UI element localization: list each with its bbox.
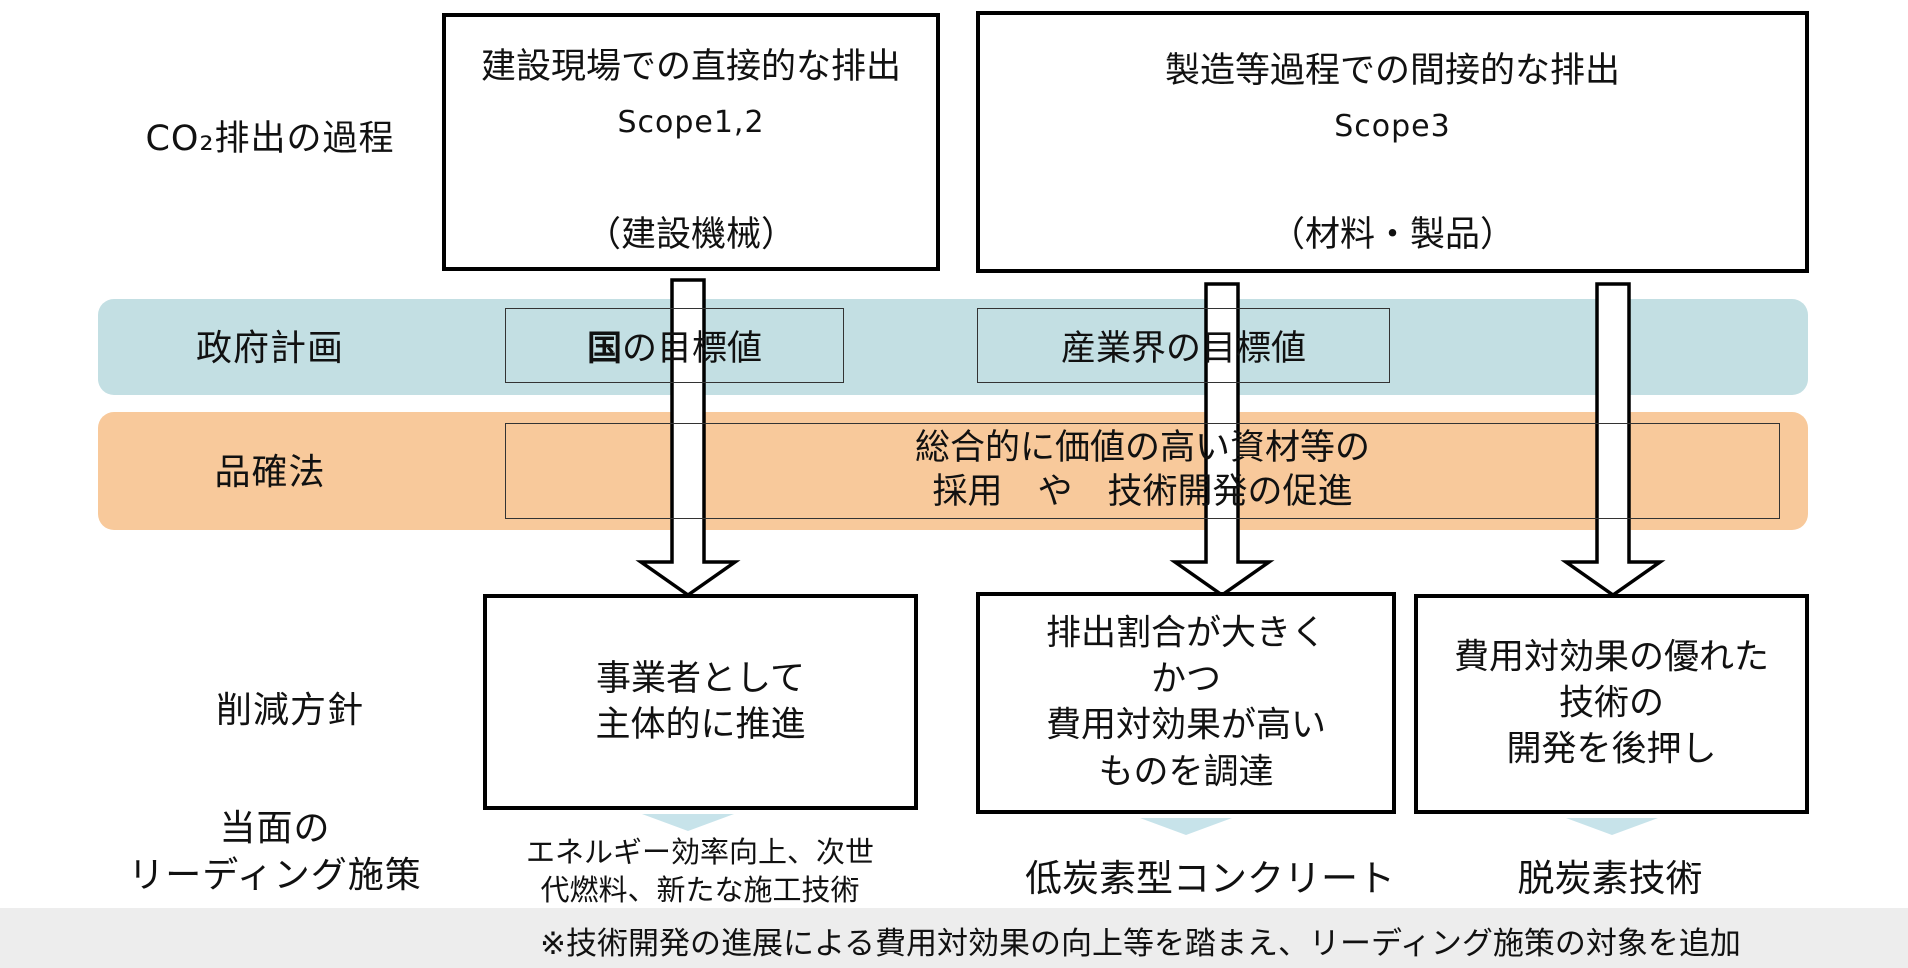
indirect-emission-box: 製造等過程での間接的な排出 Scope3 （材料・製品） <box>976 11 1809 273</box>
row-label-leading-line2: リーディング施策 <box>128 854 422 896</box>
policy-box-procurement-line3: 費用対効果が高い <box>1045 706 1326 746</box>
footnote: ※技術開発の進展による費用対効果の向上等を踏まえ、リーディング施策の対象を追加 <box>540 926 1741 962</box>
row-label-law: 品確法 <box>214 452 326 493</box>
law-promotion-line1: 総合的に価値の高い資材等の <box>914 428 1370 469</box>
government-plan-band <box>98 299 1808 395</box>
measure-energy-efficiency-line2: 代燃料、新たな施工技術 <box>540 873 860 908</box>
indirect-emission-scope: Scope3 <box>1334 109 1451 144</box>
policy-box-business-line2: 主体的に推進 <box>595 705 806 745</box>
arrow-indirect-technology <box>1560 282 1666 598</box>
policy-box-procurement-line2: かつ <box>1150 659 1221 700</box>
policy-box-business-line1: 事業者として <box>596 658 805 699</box>
indirect-emission-title: 製造等過程での間接的な排出 <box>1164 51 1620 91</box>
direct-emission-scope: Scope1,2 <box>617 105 765 140</box>
national-target-bold: 国 <box>586 329 622 369</box>
direct-emission-note: （建設機械） <box>585 215 796 255</box>
row-label-process: CO₂排出の過程 <box>145 119 395 159</box>
industry-target-box: 産業界の目標値 <box>977 308 1390 383</box>
national-target-box: 国の目標値 <box>505 308 844 383</box>
policy-box-technology-line1: 費用対効果の優れた <box>1453 637 1769 678</box>
footer-bar <box>0 908 1908 968</box>
measure-decarbonization-tech: 脱炭素技術 <box>1517 857 1703 900</box>
policy-box-technology: 費用対効果の優れた 技術の 開発を後押し <box>1414 594 1809 814</box>
policy-box-business: 事業者として 主体的に推進 <box>483 594 918 810</box>
row-label-policy: 削減方針 <box>215 690 364 731</box>
direct-emission-title: 建設現場での直接的な排出 <box>480 47 901 87</box>
measure-marker-3 <box>1566 818 1658 835</box>
law-promotion-box: 総合的に価値の高い資材等の 採用 や 技術開発の促進 <box>505 423 1780 519</box>
direct-emission-box: 建設現場での直接的な排出 Scope1,2 （建設機械） <box>442 13 940 271</box>
indirect-emission-note: （材料・製品） <box>1269 215 1515 255</box>
policy-box-procurement-line1: 排出割合が大きく <box>1045 613 1326 654</box>
national-target-label: 国の目標値 <box>587 320 762 371</box>
industry-target-label: 産業界の目標値 <box>1060 329 1306 369</box>
arrow-indirect-materials <box>1169 282 1275 598</box>
law-band <box>98 412 1808 530</box>
policy-box-technology-line2: 技術の <box>1558 683 1664 724</box>
measure-marker-2 <box>1140 818 1232 835</box>
row-label-government: 政府計画 <box>195 328 344 369</box>
policy-box-procurement-line4: ものを調達 <box>1098 752 1274 793</box>
national-target-rest: の目標値 <box>622 329 763 369</box>
measure-marker-1 <box>642 814 734 831</box>
row-label-leading-line1: 当面の <box>219 808 331 849</box>
row-label-leading: 当面の リーディング施策 <box>110 806 440 900</box>
policy-box-technology-line3: 開発を後押し <box>1506 730 1717 771</box>
measure-low-carbon-concrete: 低炭素型コンクリート <box>1025 857 1395 900</box>
arrow-direct-emission <box>635 278 741 598</box>
measure-energy-efficiency-line1: エネルギー効率向上、次世 <box>525 835 874 869</box>
policy-box-procurement: 排出割合が大きく かつ 費用対効果が高い ものを調達 <box>976 592 1396 814</box>
measure-energy-efficiency: エネルギー効率向上、次世 代燃料、新たな施工技術 <box>480 833 920 910</box>
law-promotion-line2: 採用 や 技術開発の促進 <box>932 472 1353 512</box>
